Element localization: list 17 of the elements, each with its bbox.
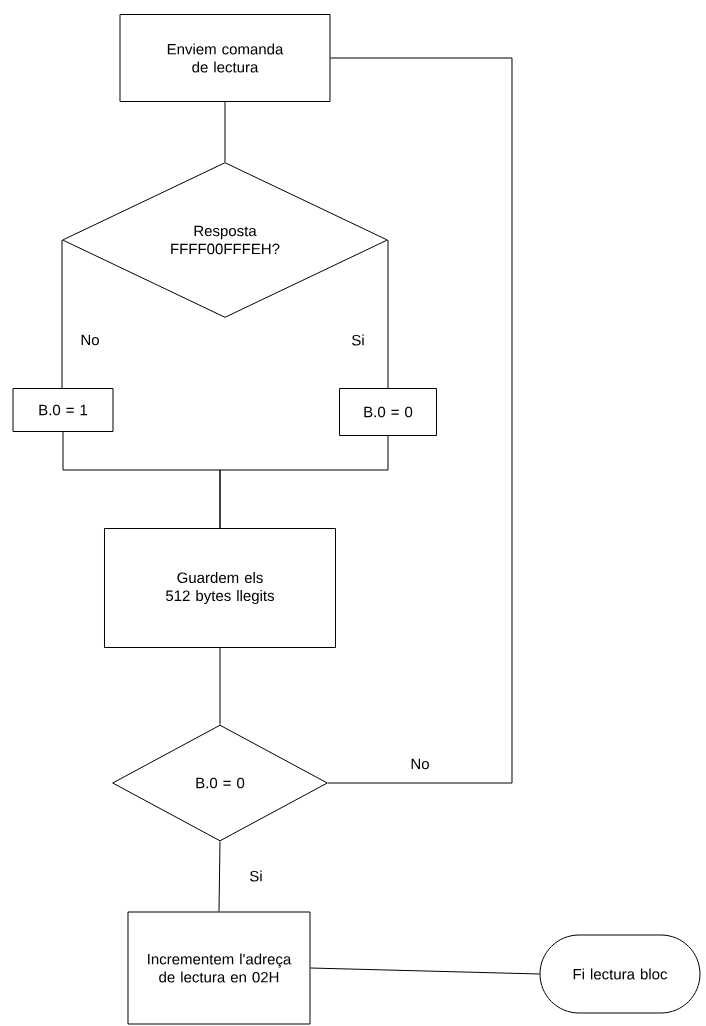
connector-line — [219, 647, 221, 725]
connector-line — [219, 435, 389, 529]
connector-line — [218, 841, 221, 912]
connector-line — [224, 101, 226, 163]
connector-line — [61, 239, 63, 389]
connector-line — [310, 967, 540, 975]
process-box: B.0 = 1 — [12, 388, 114, 432]
process-box: B.0 = 0 — [339, 388, 437, 436]
edge-label: No — [78, 332, 102, 348]
connector-line — [387, 239, 389, 389]
connector-line — [327, 57, 513, 784]
edge-label: Si — [349, 332, 367, 348]
process-box: Guardem els 512 bytes llegits — [104, 528, 336, 648]
process-box: Enviem comanda de lectura — [119, 14, 331, 102]
edge-label: No — [408, 756, 432, 772]
process-box: Incrementem l'adreça de lectura en 02H — [127, 911, 311, 1025]
edge-label: Si — [247, 868, 265, 884]
